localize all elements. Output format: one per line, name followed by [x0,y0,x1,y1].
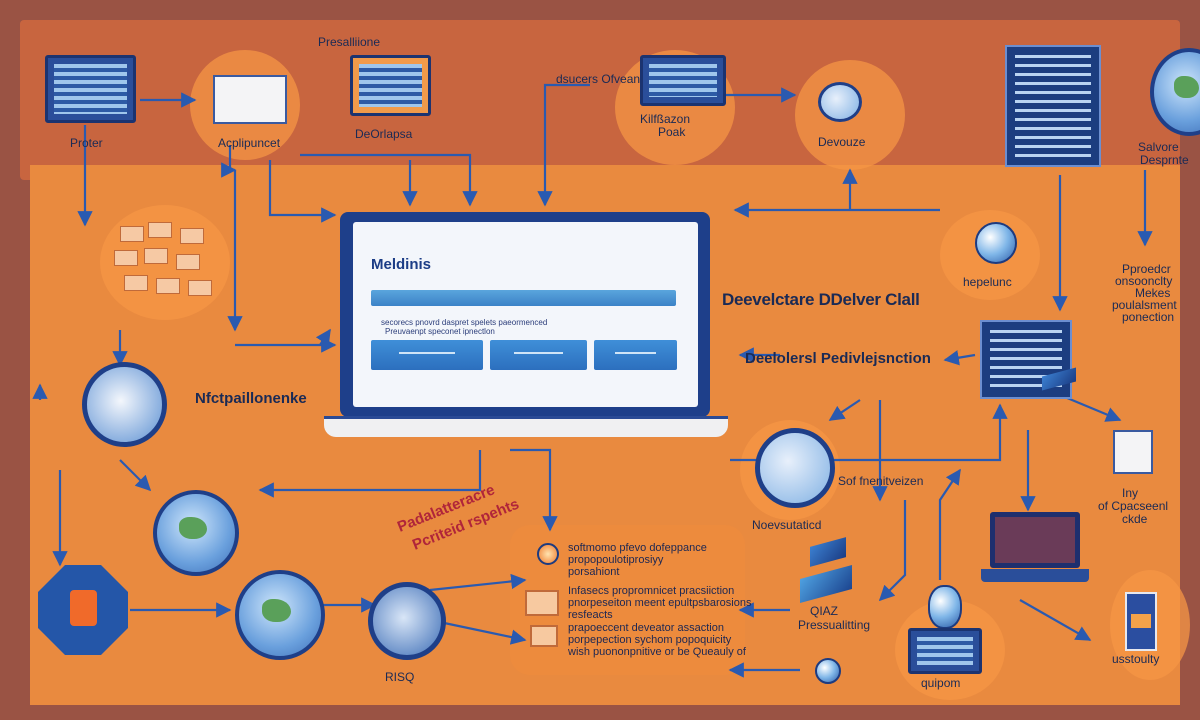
label-provider-4: poulalsment [1112,298,1177,312]
label-qiaz-1: QIAZ [810,604,839,618]
quipom-monitor-icon [908,628,982,674]
lens-icon [928,585,962,629]
label-provider-5: ponection [1122,310,1175,324]
paper-icon-right [1113,430,1153,474]
label-iny-2: of Cpacseenl [1098,499,1169,513]
note-icon-2 [530,625,558,647]
label-netpal: Nfctpaillonenke [195,390,307,407]
monitor-icon [45,55,136,123]
label-qiaz-2: Pressualitting [798,618,871,632]
label-kilbazon-1: Kilfßazon [640,112,691,126]
paragraph-2: Infasecs propromnicet pracsiiction pnorp… [568,585,752,621]
book-icon [1125,592,1157,651]
label-devouze: Devouze [818,135,866,149]
screen-text-line-2: Preuvaenpt speconet ipnectlon [385,327,495,336]
label-provider-3: Mekes [1135,286,1171,300]
label-dev-clall: Deevelctare DDelver Clall [722,290,920,309]
label-salvore-1: Salvore [1138,140,1179,154]
report-panel-icon [980,320,1072,399]
label-usstoulty: usstoulty [1112,652,1160,666]
label-dev-perf: Deelolersl Pedivlejsnction [745,350,931,367]
laptop-base [324,416,728,437]
screen-title: Meldinis [371,256,432,273]
data-panel-icon [1005,45,1101,167]
paragraph-1: softmomo pfevo dofeppance propopoulotipr… [568,542,707,578]
note-icon [525,590,559,616]
label-iny-3: ckde [1122,512,1148,526]
screen-button-2[interactable] [490,340,587,370]
risk-circle-icon [368,582,446,660]
label-display: DeOrlapsa [355,127,413,141]
security-badge-icon [38,565,128,655]
globe-icon-left [153,490,239,576]
node-icon [815,658,841,684]
label-noev: Noevsutaticd [752,518,822,532]
label-top-center: Presalliione [318,35,381,49]
screen-search-bar[interactable] [371,290,676,306]
laptop-icon-right [981,512,1089,582]
label-provider-1: Pproedcr [1122,262,1171,276]
cloud-search-icon [818,82,862,122]
label-helpline: hepelunc [963,275,1012,289]
laptop-screen: Meldinis secorecs pnovrd daspret spelets… [353,222,698,407]
label-quipom: quipom [921,676,961,690]
screen-button-1[interactable] [371,340,483,370]
label-kilbazon-2: Poak [658,125,686,139]
screen-text-line-1: secorecs pnovrd daspret spelets paeormen… [381,318,548,327]
paragraph-3: prapoeccent deveator assaction porpepect… [568,622,746,658]
tiles-icon [110,220,220,305]
label-risq: RISQ [385,670,415,684]
app-circle-icon [755,428,835,508]
target-circle-icon [82,362,167,447]
label-provider-2: onsoonclty [1115,274,1173,288]
display-monitor-icon [350,55,431,116]
screen-button-3[interactable] [594,340,677,370]
document-icon [213,75,287,124]
globe-icon-bottom [235,570,325,660]
label-iny-1: Iny [1122,486,1139,500]
label-proter: Proter [70,136,103,150]
bulb-icon [975,222,1017,264]
label-salvore-2: Desprnte [1140,153,1189,167]
label-discover: dsucers Ofveant [556,72,644,86]
kilbazon-screen-icon [640,55,726,106]
label-soft: Sof fnenitveizen [838,474,924,488]
idea-icon [537,543,559,565]
label-application: Acplipuncet [218,136,281,150]
